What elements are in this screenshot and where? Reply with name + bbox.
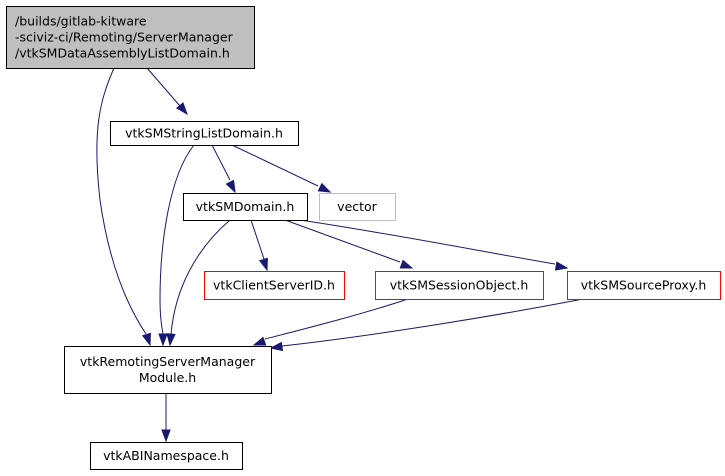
arrowhead-icon bbox=[554, 261, 569, 271]
edge-domain-to-sourceproxy bbox=[299, 219, 569, 271]
node-box bbox=[110, 121, 299, 146]
edge-line bbox=[231, 144, 319, 187]
arrowhead-icon bbox=[258, 257, 268, 272]
node-label: /builds/gitlab-kitware bbox=[15, 14, 147, 29]
edge-line bbox=[159, 144, 195, 335]
edge-line bbox=[250, 219, 265, 260]
node-label: /vtkSMDataAssemblyListDomain.h bbox=[15, 46, 230, 61]
edge-domain-to-module bbox=[166, 219, 231, 347]
node-label: vtkRemotingServerManager bbox=[80, 354, 256, 369]
edge-line bbox=[281, 298, 584, 347]
arrowhead-icon bbox=[399, 259, 414, 269]
node-sessionobject[interactable]: vtkSMSessionObject.h bbox=[375, 271, 544, 300]
edge-domain-to-sessionobject bbox=[284, 219, 414, 269]
node-box bbox=[204, 271, 345, 300]
edge-sessionobject-to-module bbox=[252, 298, 409, 346]
node-box bbox=[567, 271, 721, 300]
node-domain[interactable]: vtkSMDomain.h bbox=[183, 193, 308, 221]
arrowhead-icon bbox=[141, 332, 151, 347]
node-sourceproxy[interactable]: vtkSMSourceProxy.h bbox=[567, 271, 721, 300]
node-label: vtkSMSessionObject.h bbox=[390, 278, 529, 293]
node-label: vtkClientServerID.h bbox=[213, 278, 335, 293]
node-box bbox=[183, 193, 308, 221]
arrowhead-icon bbox=[166, 333, 176, 347]
edge-line bbox=[284, 219, 401, 263]
arrowhead-icon bbox=[269, 341, 284, 352]
arrowhead-icon bbox=[175, 102, 188, 116]
node-label: Module.h bbox=[139, 370, 196, 385]
nodes: /builds/gitlab-kitware-sciviz-ci/Remotin… bbox=[6, 6, 721, 470]
edge-stringlist-to-vector bbox=[231, 144, 332, 193]
node-abinamespace[interactable]: vtkABINamespace.h bbox=[90, 442, 243, 470]
node-box bbox=[375, 271, 544, 300]
node-label: vector bbox=[337, 199, 378, 214]
edge-domain-to-clientserverid bbox=[250, 219, 268, 272]
node-label: vtkSMStringListDomain.h bbox=[125, 126, 283, 141]
edge-module-to-abinamespace bbox=[161, 393, 171, 443]
edge-line bbox=[299, 219, 556, 265]
arrowhead-icon bbox=[158, 333, 168, 347]
edge-line bbox=[264, 298, 409, 340]
node-stringlist[interactable]: vtkSMStringListDomain.h bbox=[110, 121, 299, 146]
node-label: vtkSMDomain.h bbox=[196, 199, 295, 214]
edge-line bbox=[170, 219, 231, 335]
node-box bbox=[6, 6, 255, 69]
arrowhead-icon bbox=[225, 179, 236, 194]
node-clientserverid[interactable]: vtkClientServerID.h bbox=[204, 271, 345, 300]
arrowhead-icon bbox=[317, 182, 332, 193]
node-label: -sciviz-ci/Remoting/ServerManager bbox=[15, 30, 234, 45]
arrowhead-icon bbox=[161, 429, 171, 443]
edge-line bbox=[146, 67, 181, 107]
node-box bbox=[90, 442, 243, 470]
node-box bbox=[64, 346, 272, 394]
edges bbox=[96, 67, 584, 443]
edge-root-to-module bbox=[96, 67, 151, 347]
node-vector[interactable]: vector bbox=[319, 193, 396, 221]
edge-stringlist-to-domain bbox=[211, 144, 236, 194]
edge-sourceproxy-to-module bbox=[269, 298, 584, 352]
node-label: vtkSMSourceProxy.h bbox=[581, 278, 707, 293]
edge-line bbox=[211, 144, 231, 181]
node-box bbox=[319, 193, 396, 221]
edge-line bbox=[96, 67, 147, 335]
arrowhead-icon bbox=[252, 336, 267, 346]
node-label: vtkABINamespace.h bbox=[103, 448, 229, 463]
node-root[interactable]: /builds/gitlab-kitware-sciviz-ci/Remotin… bbox=[6, 6, 255, 69]
edge-root-to-stringlist bbox=[146, 67, 188, 116]
edge-stringlist-to-module bbox=[158, 144, 195, 347]
